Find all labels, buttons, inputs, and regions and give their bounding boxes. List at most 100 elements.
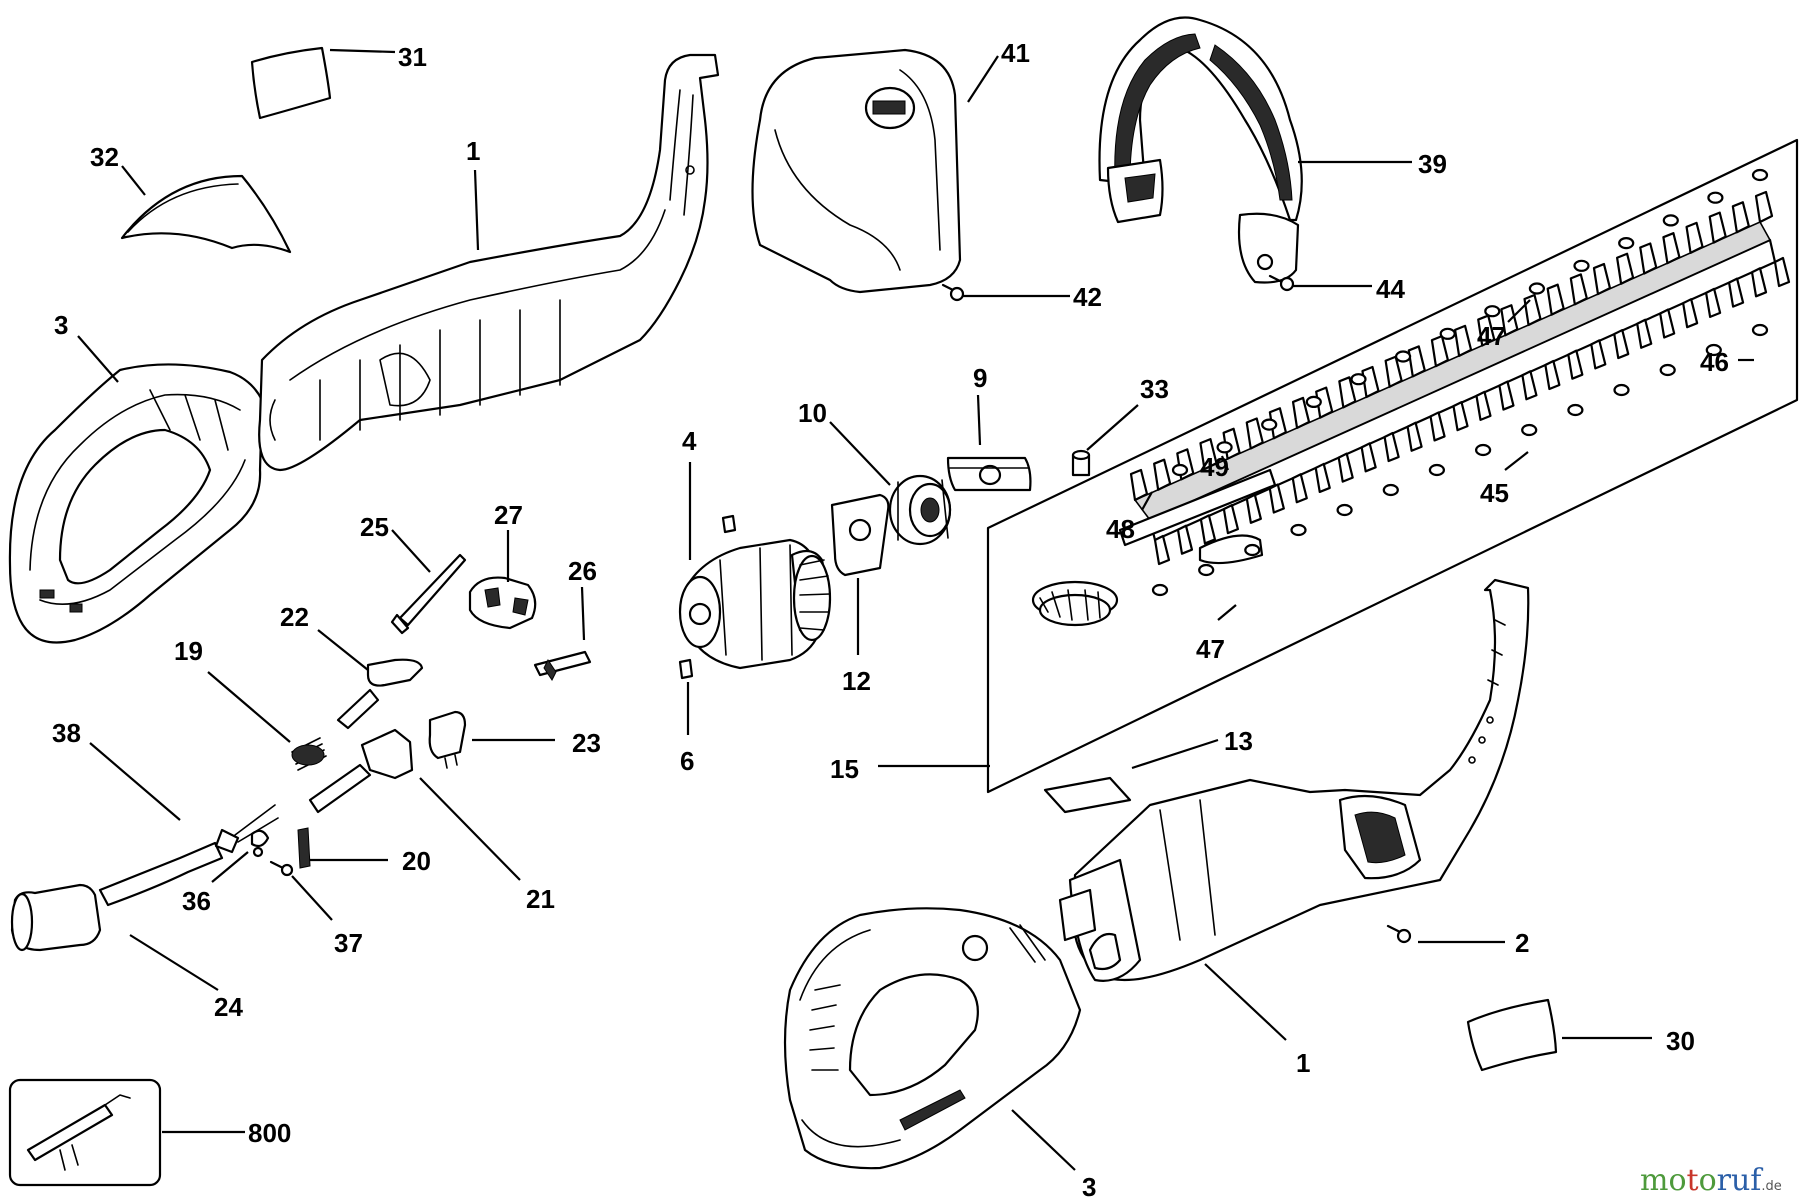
bolt-head — [1613, 383, 1630, 397]
part-800-accessory-kit — [8, 1078, 162, 1187]
part-25-actuator-rod — [390, 553, 467, 635]
bolt-head — [1474, 443, 1492, 457]
blade-tooth-bottom — [1773, 256, 1791, 288]
label-21: 21 — [526, 884, 555, 914]
label-37: 37 — [334, 928, 363, 958]
blade-tooth-top — [1639, 242, 1658, 275]
part-1-housing-half-upper — [258, 53, 720, 472]
part-number-labels: 31 32 1 41 39 3 42 44 47 46 9 33 10 4 49… — [52, 38, 1729, 1202]
blade-tooth-bottom — [1590, 339, 1607, 370]
label-44: 44 — [1376, 274, 1405, 304]
bolt-head — [1567, 403, 1584, 417]
blade-tooth-bottom — [1682, 298, 1699, 329]
label-27: 27 — [494, 500, 523, 530]
bolt-head — [1618, 237, 1635, 250]
part-13-felt-pad — [1043, 776, 1132, 814]
label-2: 2 — [1515, 928, 1529, 958]
blade-tooth-bottom — [1429, 411, 1446, 442]
label-22: 22 — [280, 602, 309, 632]
label-24: 24 — [214, 992, 243, 1022]
part-36-cord-clamp — [250, 829, 270, 858]
part-23-micro-switch — [428, 710, 467, 769]
blade-tooth-bottom — [1176, 524, 1194, 555]
part-26-pivot-pin — [533, 650, 592, 681]
blade-tooth-bottom — [1291, 473, 1308, 504]
part-38-24-cord-set — [10, 804, 279, 952]
blade-teeth — [1129, 190, 1791, 566]
blade-tooth-top — [1754, 190, 1774, 224]
bolt-head — [1705, 343, 1722, 357]
blade-tooth-bottom — [1727, 277, 1745, 308]
blade-tooth-top — [1569, 273, 1588, 306]
bolt-head — [1336, 503, 1353, 517]
bolt-head — [1290, 523, 1307, 537]
blade-tooth-top — [1153, 458, 1172, 491]
bolt-head — [1528, 282, 1546, 295]
blade-tooth-top — [1662, 232, 1681, 265]
part-4-motor — [678, 538, 832, 670]
part-12-bearing-bracket — [830, 493, 890, 577]
label-10: 10 — [798, 398, 827, 428]
blade-tooth-bottom — [1153, 534, 1171, 566]
label-48: 48 — [1106, 514, 1135, 544]
blade-tooth-bottom — [1452, 401, 1469, 432]
label-15: 15 — [830, 754, 859, 784]
bolt-head — [1198, 563, 1215, 577]
label-46: 46 — [1700, 347, 1729, 377]
part-21-trigger — [308, 728, 414, 814]
part-3-rear-handle-assembled — [783, 907, 1082, 1170]
label-800: 800 — [248, 1118, 291, 1148]
label-6: 6 — [680, 746, 694, 776]
blade-tooth-top — [1245, 417, 1264, 450]
label-41: 41 — [1001, 38, 1030, 68]
bolt-head — [1244, 543, 1261, 557]
blade-tooth-bottom — [1245, 493, 1262, 524]
label-26: 26 — [568, 556, 597, 586]
label-39: 39 — [1418, 149, 1447, 179]
label-12: 12 — [842, 666, 871, 696]
part-44-screw — [1268, 274, 1295, 292]
blade-tooth-top — [1338, 376, 1357, 409]
label-1-lower: 1 — [1296, 1048, 1310, 1078]
bolt-head — [1216, 441, 1233, 454]
blade-tooth-top — [1592, 262, 1612, 296]
part-10-gear-cluster — [888, 474, 952, 546]
blade-tooth-bottom — [1337, 452, 1354, 483]
blade-tooth-bottom — [1521, 370, 1538, 401]
label-49: 49 — [1200, 452, 1229, 482]
label-19: 19 — [174, 636, 203, 666]
label-4: 4 — [682, 426, 697, 456]
part-41-hand-guard-cover — [751, 48, 962, 294]
bolt-head — [1171, 463, 1189, 477]
label-47-lower: 47 — [1196, 634, 1225, 664]
bolt-head — [1350, 373, 1367, 386]
blade-tooth-bottom — [1567, 349, 1584, 380]
label-31: 31 — [398, 42, 427, 72]
bolt-head — [1662, 214, 1679, 227]
blade-tooth-top — [1731, 201, 1750, 234]
blade-tooth-top — [1708, 211, 1727, 244]
part-33-bushing — [1071, 449, 1091, 477]
blade-tooth-top — [1546, 283, 1565, 316]
blade-tooth-bottom — [1406, 421, 1423, 452]
svg-text:motoruf.de: motoruf.de — [1640, 1163, 1782, 1198]
bolt-head — [1659, 363, 1676, 377]
blade-tooth-top — [1199, 438, 1218, 471]
bolt-head — [1707, 191, 1724, 204]
watermark-motoruf: motoruf.de — [1640, 1163, 1782, 1198]
blade-tooth-bottom — [1659, 308, 1676, 339]
blade-tooth-bottom — [1383, 431, 1400, 463]
blade-tooth-top — [1685, 221, 1704, 254]
part-32-curved-label — [120, 174, 292, 254]
label-23: 23 — [572, 728, 601, 758]
blade-tooth-bottom — [1613, 328, 1630, 360]
blade-tooth-bottom — [1222, 504, 1239, 535]
part-1-main-housing-assembled — [1058, 578, 1530, 982]
bolt-head — [1305, 395, 1322, 408]
label-36: 36 — [182, 886, 211, 916]
part-27-lockoff-button — [468, 576, 537, 630]
blade-tooth-bottom — [1544, 359, 1561, 391]
blade-tooth-top — [1453, 324, 1473, 357]
bolt-head — [1261, 418, 1278, 431]
blade-tooth-bottom — [1705, 287, 1722, 318]
